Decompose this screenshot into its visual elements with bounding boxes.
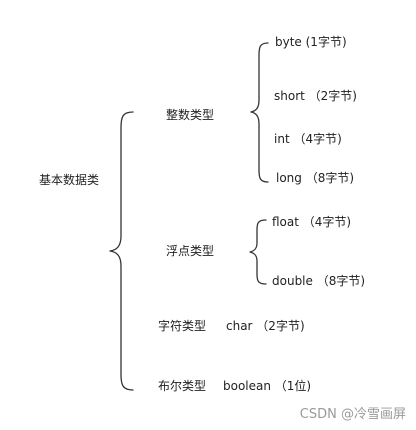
category-char-label: 字符类型	[158, 319, 207, 333]
category-boolean-label: 布尔类型	[158, 379, 207, 393]
float-item-float: float （4字节)	[272, 215, 352, 229]
float-brace	[249, 219, 267, 285]
float-item-double: double （8字节)	[272, 274, 366, 288]
integer-item-byte: byte (1字节)	[275, 35, 347, 49]
integer-item-short: short （2字节)	[274, 89, 357, 103]
integer-brace	[250, 42, 269, 183]
integer-item-int: int （4字节)	[274, 132, 342, 146]
boolean-detail: boolean （1位)	[223, 379, 312, 393]
char-detail: char （2字节)	[226, 319, 305, 333]
root-label: 基本数据类	[39, 173, 100, 187]
watermark: CSDN @冷雪画屏	[299, 407, 406, 422]
category-float-label: 浮点类型	[166, 244, 215, 258]
root-brace	[109, 111, 134, 391]
category-integer-label: 整数类型	[166, 108, 215, 122]
integer-item-long: long （8字节)	[276, 171, 355, 185]
